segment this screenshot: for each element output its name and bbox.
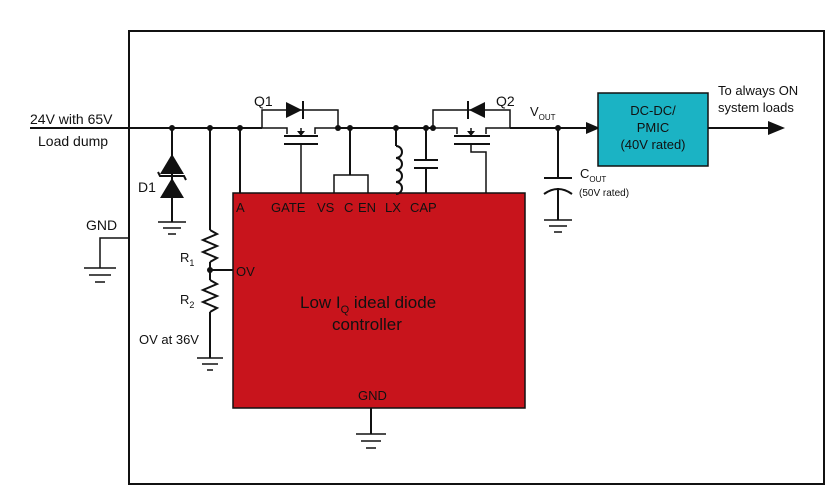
d1-upper-triangle — [160, 154, 184, 174]
controller-title-line2: controller — [332, 315, 402, 334]
controller-ground-symbol — [356, 433, 386, 449]
pin-en-label: EN — [358, 200, 376, 215]
cout-rating-label: (50V rated) — [579, 188, 629, 199]
pin-lx-label: LX — [385, 200, 401, 215]
d1-bar — [157, 171, 187, 181]
divider-ground-symbol — [197, 357, 223, 371]
c-en-loop-wire — [333, 174, 369, 193]
load-label-line2: system loads — [718, 100, 794, 115]
q2-label: Q2 — [496, 93, 515, 109]
input-gnd-wire — [99, 237, 129, 268]
cout-label: COUT — [580, 166, 606, 184]
pin-c-label: C — [344, 200, 353, 215]
q1-body-diode — [286, 102, 302, 118]
controller-title: Low IQ ideal diode — [300, 293, 436, 316]
pmic-block — [597, 92, 709, 167]
input-gnd-label: GND — [86, 217, 117, 233]
pin-cap-label: CAP — [410, 200, 437, 215]
load-label-line1: To always ON — [718, 83, 798, 98]
junction-dots — [169, 125, 561, 273]
lx-inductor — [395, 145, 403, 195]
pin-a-label: A — [236, 200, 245, 215]
r2-label: R2 — [180, 292, 194, 310]
bus-arrowhead — [586, 122, 600, 134]
pin-gate-label: GATE — [271, 200, 306, 215]
pin-vs-label: VS — [317, 200, 335, 215]
q2-mosfet — [432, 101, 511, 193]
pmic-label-line3: (40V rated) — [620, 137, 685, 152]
pmic-label-line2: PMIC — [637, 120, 670, 135]
ov-threshold-label: OV at 36V — [139, 332, 199, 347]
cout-ground-symbol — [544, 219, 572, 233]
r2-resistor — [200, 279, 220, 313]
vout-label: VOUT — [530, 104, 556, 122]
r1-label: R1 — [180, 250, 194, 268]
pin-gnd-label: GND — [358, 388, 387, 403]
input-ground-symbol — [84, 267, 116, 283]
load-arrowhead — [768, 121, 785, 135]
pin-ov-label: OV — [236, 264, 255, 279]
d1-label: D1 — [138, 179, 156, 195]
pmic-label-line1: DC-DC/ — [630, 103, 676, 118]
d1-ground-symbol — [158, 221, 186, 235]
q1-label: Q1 — [254, 93, 273, 109]
r1-resistor — [200, 229, 220, 263]
controller-block — [232, 192, 526, 409]
outer-frame — [128, 30, 825, 485]
q1-mosfet — [261, 101, 339, 193]
input-load-dump-label: Load dump — [38, 133, 108, 149]
q2-body-diode — [469, 102, 485, 118]
d1-lower-triangle — [160, 178, 184, 198]
input-voltage-label: 24V with 65V — [30, 111, 113, 127]
